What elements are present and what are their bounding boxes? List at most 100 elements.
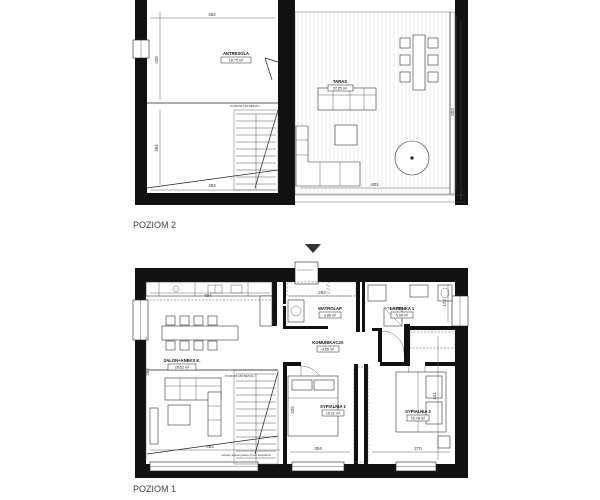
door-swing (381, 330, 405, 354)
dimension-label: 173 (442, 299, 447, 307)
living-sofa (164, 377, 222, 437)
dining-set (399, 34, 439, 91)
room-label-komunikacja: KOMUNIKACJA 4.65 m² (312, 340, 344, 353)
chair (427, 54, 439, 66)
exterior-wall (455, 0, 468, 205)
chair (399, 54, 411, 66)
exterior-wall (135, 268, 146, 478)
staircase (233, 109, 279, 191)
room-name: WATROLAP (318, 306, 342, 311)
room-area: 18.75 m² (229, 59, 244, 63)
chair (399, 37, 411, 49)
room-area: 10.78 m² (411, 417, 426, 421)
chair (193, 340, 204, 351)
room-area: 27.25 m² (333, 87, 348, 91)
entrance-opening (294, 261, 319, 285)
chair (193, 315, 204, 326)
interior-wall (356, 282, 360, 332)
interior-wall (283, 326, 328, 329)
coffee-table (334, 124, 358, 146)
chair (207, 315, 218, 326)
level-2-plan: ANTRESOLA 18.75 m² TARAS 27.25 m² 482 32… (132, 0, 468, 230)
interior-wall (362, 282, 365, 332)
exterior-wall (135, 193, 295, 205)
room-label-sypialnia-2: SYPIALNIA 2 10.78 m² (405, 409, 432, 422)
tv-console (149, 407, 159, 445)
room-area: 3.80 m² (324, 314, 337, 318)
room-label-watrolap: WATROLAP 3.80 m² (318, 306, 342, 319)
exterior-wall (135, 0, 147, 205)
interior-wall (283, 306, 286, 328)
staircase (146, 369, 279, 465)
room-name: ŁAZIENKA 1 (390, 306, 415, 311)
room-label-taras: TARAS 27.25 m² (327, 79, 354, 92)
room-label-sypialnia-1: SYPIALNIA 1 10.21 m² (320, 404, 347, 417)
chair (179, 340, 190, 351)
dining-set (161, 315, 239, 351)
room-name: SYPIALNIA 2 (405, 409, 431, 414)
level-1-plan: SALON+ANEKS K. 29.52 m² WATROLAP 3.80 m²… (132, 244, 469, 494)
dimension-label: 441 (432, 392, 437, 400)
interior-wall (410, 326, 455, 330)
dimension-label: 270 (414, 446, 422, 451)
interior-wall (425, 362, 455, 366)
room-name: KOMUNIKACJA (312, 340, 343, 345)
interior-wall (364, 364, 368, 464)
chair (399, 71, 411, 83)
level-title: POZIOM 2 (133, 220, 176, 230)
room-name: SALON+ANEKS K. (163, 358, 200, 363)
exterior-wall (135, 268, 295, 282)
wardrobe (328, 281, 357, 297)
coffee-table (167, 404, 191, 426)
corner-sofa (295, 125, 361, 187)
dimension-label: 262 (145, 368, 150, 376)
chair (427, 37, 439, 49)
dimension-label: 482 (208, 183, 216, 188)
interior-wall (272, 282, 277, 326)
room-area: 10.21 m² (326, 412, 341, 416)
entrance-arrow (305, 244, 321, 253)
dimension-label: 494 (204, 293, 212, 298)
chair (427, 71, 439, 83)
mezzanine-note: POZIOM ANTRESOLI (230, 104, 260, 108)
room-name: SYPIALNIA 1 (320, 404, 346, 409)
kitchen (145, 281, 273, 327)
bed-bedroom-1 (287, 375, 339, 437)
exterior-wall (278, 0, 295, 205)
room-label-salon: SALON+ANEKS K. 29.52 m² (163, 358, 201, 371)
interior-wall (404, 324, 410, 366)
stairs-note: schody wykonywane przez inwestora (221, 453, 271, 457)
chair (179, 315, 190, 326)
mezzanine-note: POZIOM ANTRESOLI (225, 374, 255, 378)
nightstand (437, 435, 451, 449)
dimension-label: 264 (154, 144, 159, 152)
exterior-wall (135, 0, 145, 8)
interior-wall (283, 282, 286, 304)
dimension-label: 292 (318, 290, 326, 295)
room-label-antresola: ANTRESOLA 18.75 m² (220, 51, 252, 64)
dimension-label: 328 (154, 56, 159, 64)
dimension-label: 601 (371, 182, 379, 187)
room-area: 4.65 m² (322, 348, 335, 352)
interior-wall (372, 328, 382, 331)
room-name: ANTRESOLA (223, 51, 249, 56)
wardrobe (353, 366, 369, 463)
lounge-sofa (317, 87, 377, 111)
chair (207, 340, 218, 351)
interior-wall (378, 330, 382, 362)
room-name: TARAS (333, 79, 347, 84)
exterior-wall (318, 268, 468, 282)
interior-wall (380, 362, 408, 366)
dimension-label: 482 (206, 444, 214, 449)
laundry-appliance (287, 299, 305, 323)
bed-bedroom-2 (395, 371, 447, 433)
interior-wall (354, 364, 358, 464)
dimension-label: 482 (208, 12, 216, 17)
dimension-label: 603 (450, 108, 455, 116)
dimension-label: 304 (314, 446, 322, 451)
room-area: 29.52 m² (175, 366, 190, 370)
room-label-lazienka-1: ŁAZIENKA 1 5.00 m² (390, 306, 415, 319)
chair (165, 340, 176, 351)
interior-wall (287, 362, 301, 366)
dimension-label: 326 (290, 406, 295, 414)
